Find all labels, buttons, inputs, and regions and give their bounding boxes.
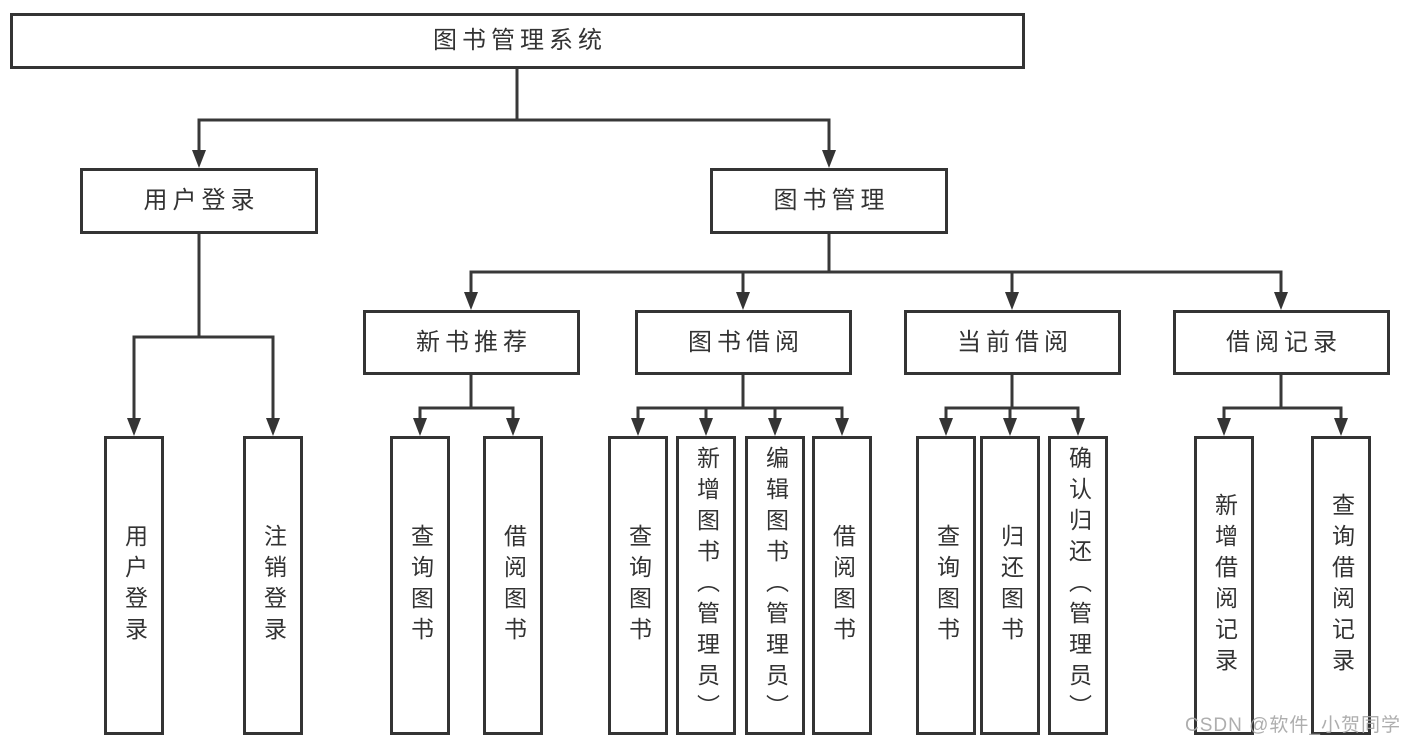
connector-new-book-to-leaves <box>413 373 520 436</box>
leaf-label: 借阅图书 <box>500 523 527 648</box>
leaf-label: 归还图书 <box>997 523 1024 648</box>
leaf-label: 确认归还（管理员） <box>1065 446 1092 725</box>
leaf-add-book-admin: 新增图书（管理员） <box>676 436 736 735</box>
arrowhead <box>1217 418 1231 436</box>
node-borrow-records: 借阅记录 <box>1173 310 1390 375</box>
leaf-add-borrow-record: 新增借阅记录 <box>1194 436 1254 735</box>
arrowhead <box>736 292 750 310</box>
node-current-borrow: 当前借阅 <box>904 310 1121 375</box>
node-label: 图书管理系统 <box>433 27 607 54</box>
connector-cur-borrow-to-leaves <box>939 373 1085 436</box>
csdn-watermark: CSDN @软件_小贺同学 <box>1185 715 1401 736</box>
node-book-borrow: 图书借阅 <box>635 310 852 375</box>
arrowhead <box>506 418 520 436</box>
leaf-label: 查询借阅记录 <box>1328 492 1355 679</box>
node-library-system: 图书管理系统 <box>10 13 1025 69</box>
leaf-label: 用户登录 <box>121 523 148 648</box>
node-label: 新书推荐 <box>416 328 532 356</box>
leaf-user-login: 用户登录 <box>104 436 164 735</box>
arrowhead <box>1071 418 1085 436</box>
arrowhead <box>127 418 141 436</box>
arrowhead <box>192 150 206 168</box>
arrowhead <box>1274 292 1288 310</box>
arrowhead <box>1334 418 1348 436</box>
connector-root-to-level1 <box>192 67 836 168</box>
leaf-borrow-book-recommend: 借阅图书 <box>483 436 543 735</box>
node-label: 图书借阅 <box>688 328 804 356</box>
connector-borrow-rec-to-leaves <box>1217 373 1348 436</box>
node-label: 图书管理 <box>773 187 890 214</box>
connector-book-borrow-to-leaves <box>631 373 849 436</box>
connector-user-login-to-leaves <box>127 232 280 436</box>
node-label: 当前借阅 <box>957 328 1073 356</box>
node-label: 借阅记录 <box>1226 328 1342 356</box>
node-new-book-recommend: 新书推荐 <box>363 310 580 375</box>
arrowhead <box>266 418 280 436</box>
leaf-label: 新增借阅记录 <box>1211 492 1238 679</box>
node-user-login: 用户登录 <box>80 168 318 234</box>
arrowhead <box>1005 292 1019 310</box>
arrowhead <box>1003 418 1017 436</box>
arrowhead <box>631 418 645 436</box>
leaf-query-borrow-record: 查询借阅记录 <box>1311 436 1371 735</box>
leaf-confirm-return-admin: 确认归还（管理员） <box>1048 436 1108 735</box>
leaf-borrow-book: 借阅图书 <box>812 436 872 735</box>
arrowhead <box>835 418 849 436</box>
leaf-label: 查询图书 <box>933 523 960 648</box>
leaf-label: 新增图书（管理员） <box>693 446 720 725</box>
arrowhead <box>939 418 953 436</box>
connector-book-mgmt-to-level2 <box>464 232 1288 310</box>
leaf-label: 编辑图书（管理员） <box>762 446 789 725</box>
leaf-query-book-recommend: 查询图书 <box>390 436 450 735</box>
leaf-label: 注销登录 <box>260 523 287 648</box>
arrowhead <box>464 292 478 310</box>
leaf-label: 查询图书 <box>407 523 434 648</box>
leaf-return-book: 归还图书 <box>980 436 1040 735</box>
leaf-label: 借阅图书 <box>829 523 856 648</box>
node-book-management: 图书管理 <box>710 168 948 234</box>
leaf-label: 查询图书 <box>625 523 652 648</box>
node-label: 用户登录 <box>143 187 260 214</box>
leaf-query-book-borrow: 查询图书 <box>608 436 668 735</box>
arrowhead <box>768 418 782 436</box>
leaf-edit-book-admin: 编辑图书（管理员） <box>745 436 805 735</box>
leaf-logout: 注销登录 <box>243 436 303 735</box>
leaf-query-book-current: 查询图书 <box>916 436 976 735</box>
arrowhead <box>699 418 713 436</box>
arrowhead <box>413 418 427 436</box>
arrowhead <box>822 150 836 168</box>
